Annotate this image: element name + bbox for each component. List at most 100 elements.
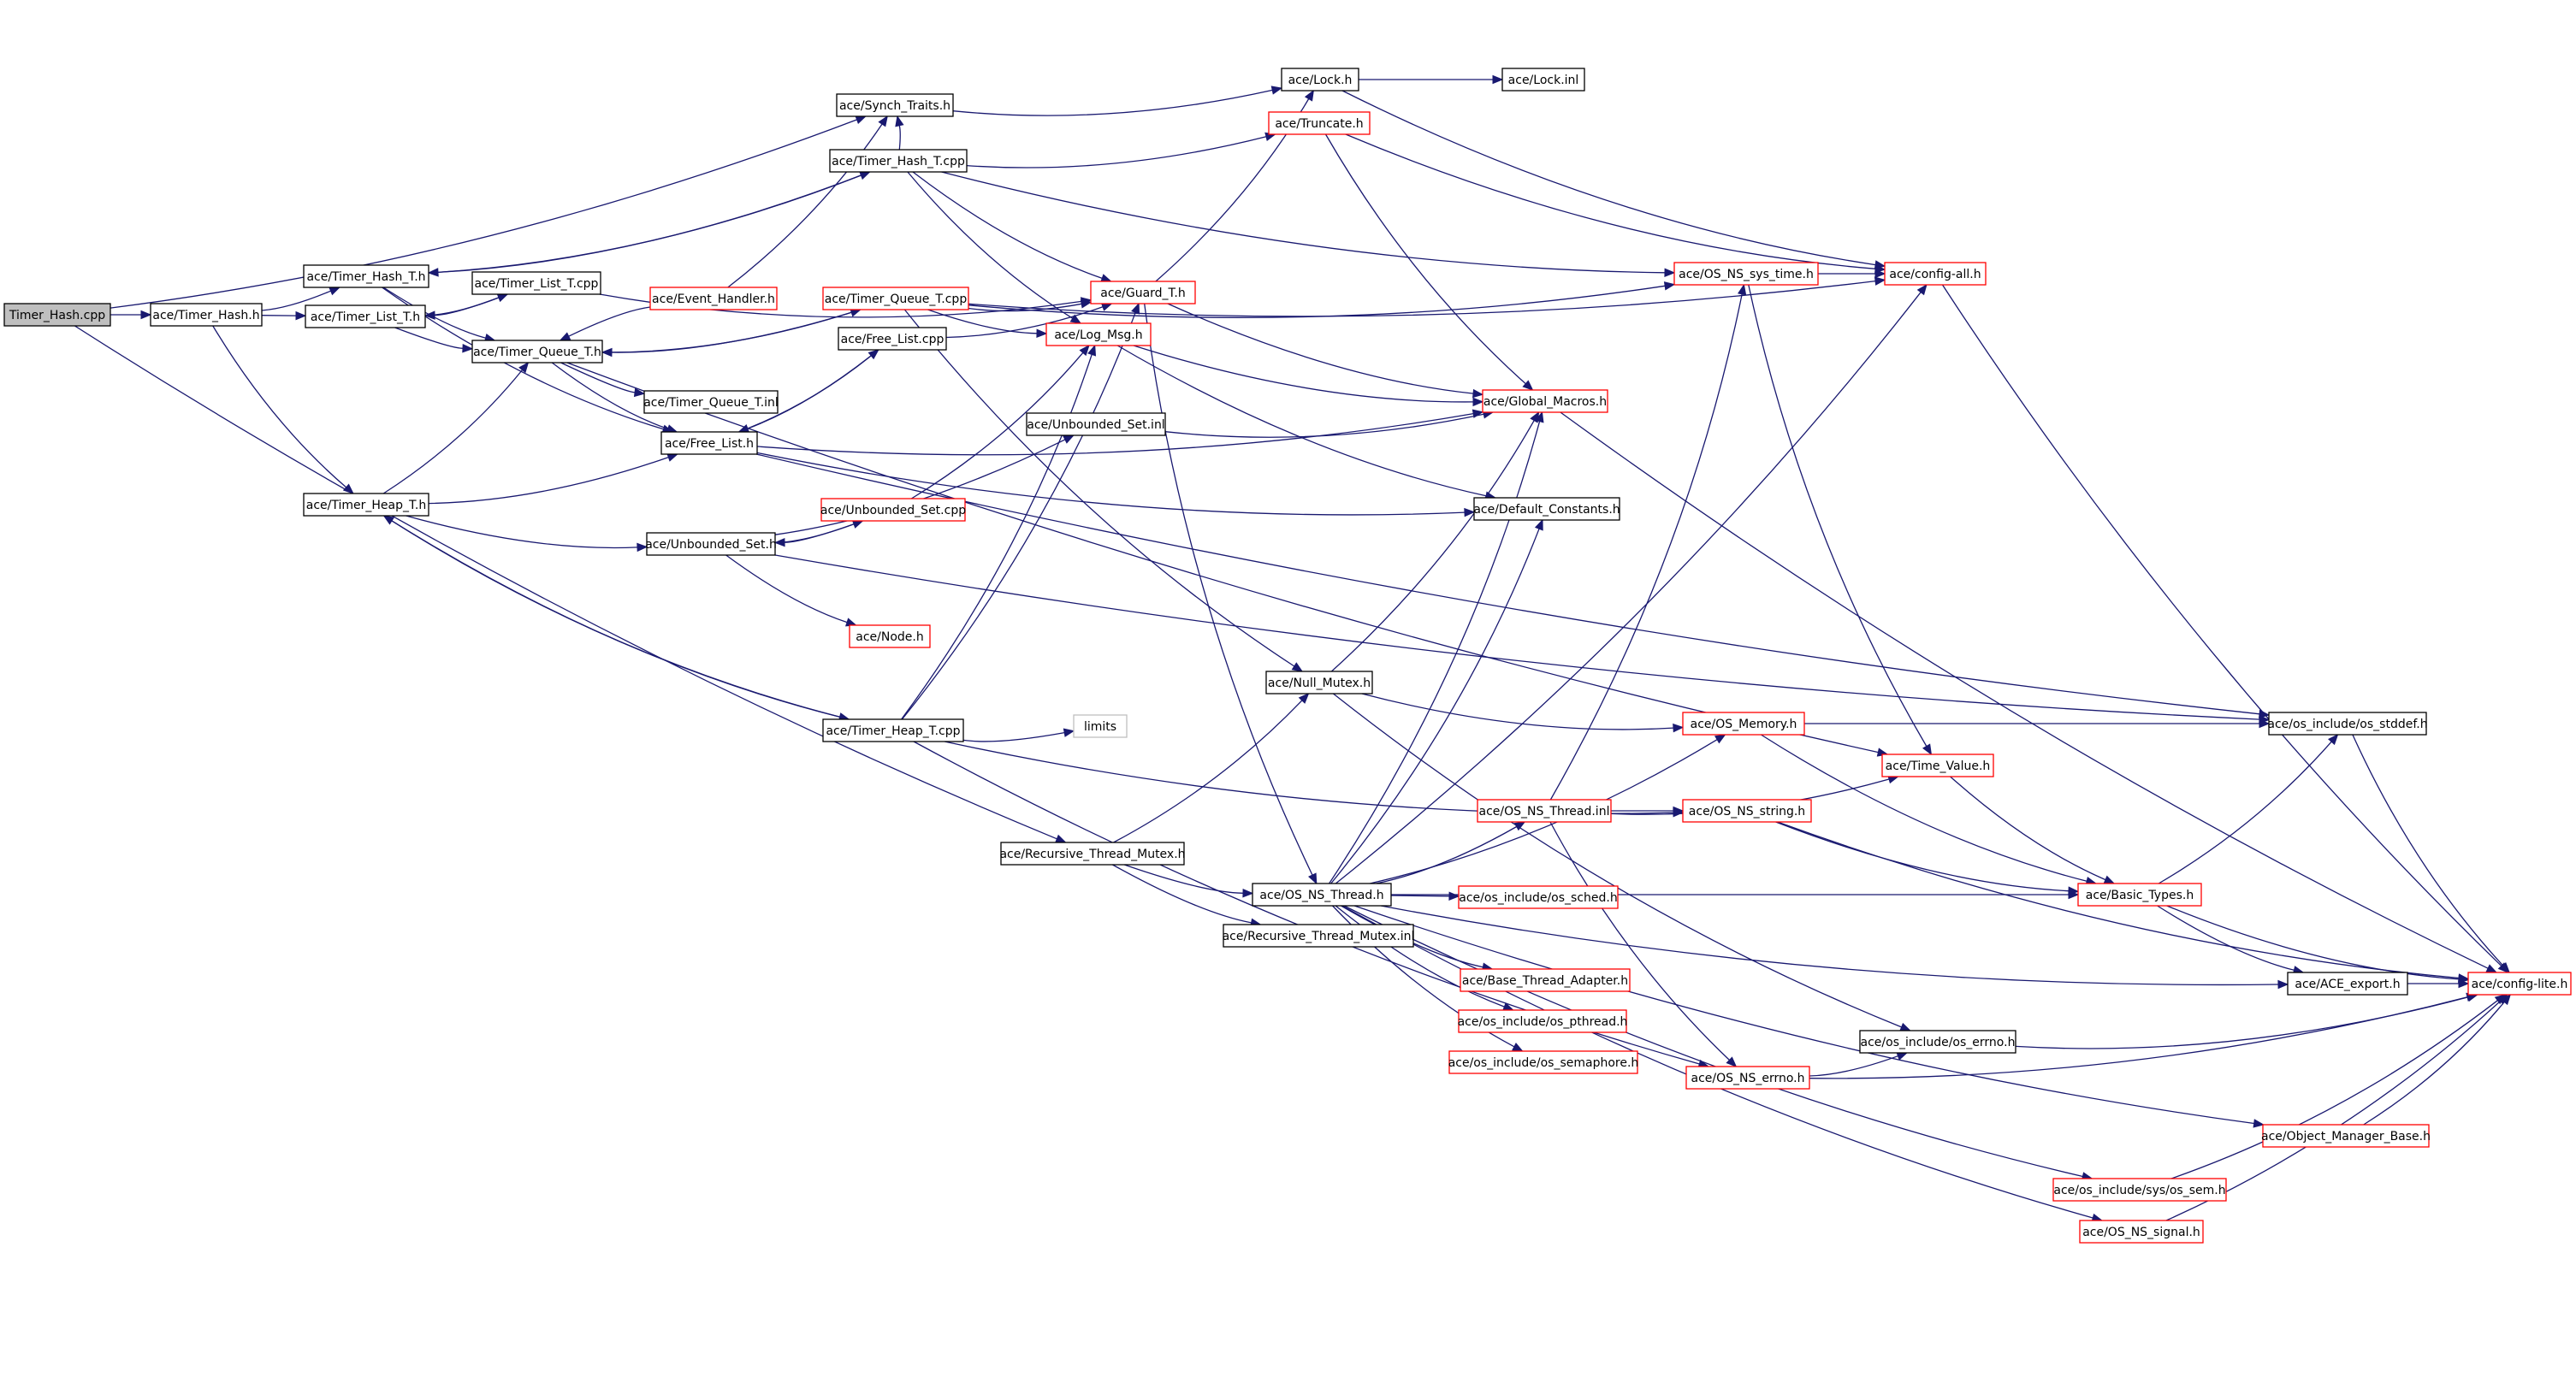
edge-time_value-to-basic_types [1950, 776, 2106, 881]
node-label: ace/Node.h [856, 630, 923, 644]
node-config_lite[interactable]: ace/config-lite.h [2467, 972, 2572, 996]
edge-timer_hash_h-to-timer_hash_t_h [261, 290, 331, 311]
edge-timer_hash_t_cpp-to-os_ns_sys_time [941, 171, 1666, 274]
arrowhead-timer_hash_h-to-timer_list_t_h [295, 310, 307, 321]
node-unbounded_set_inl[interactable]: ace/Unbounded_Set.inl [1026, 412, 1166, 436]
node-timer_queue_t_cpp[interactable]: ace/Timer_Queue_T.cpp [822, 287, 969, 310]
edge-recursive_thread_mutex_h-to-recursive_thread_mutex_inl [1112, 864, 1252, 924]
node-timer_hash_h[interactable]: ace/Timer_Hash.h [150, 303, 263, 327]
node-base_thread_adapter[interactable]: ace/Base_Thread_Adapter.h [1460, 968, 1631, 992]
node-os_errno_h[interactable]: ace/os_include/os_errno.h [1859, 1030, 2016, 1054]
edge-unbounded_set_h-to-os_stddef [774, 554, 2260, 720]
node-os_ns_sys_time[interactable]: ace/OS_NS_sys_time.h [1673, 262, 1819, 286]
node-truncate[interactable]: ace/Truncate.h [1268, 111, 1371, 135]
node-box-os_ns_thread_inl [1477, 799, 1612, 823]
edge-os_ns_errno-to-os_errno_h [1809, 1055, 1898, 1077]
node-box-timer_heap_t_cpp [822, 718, 964, 742]
node-label: Timer_Hash.cpp [9, 309, 105, 322]
node-timer_list_t_h[interactable]: ace/Timer_List_T.h [305, 304, 426, 328]
node-os_stddef[interactable]: ace/os_include/os_stddef.h [2267, 712, 2428, 736]
node-os_ns_thread_inl[interactable]: ace/OS_NS_Thread.inl [1477, 799, 1612, 823]
edge-timer_heap_t_cpp-to-guard_t [901, 312, 1136, 720]
node-basic_types[interactable]: ace/Basic_Types.h [2077, 883, 2202, 907]
node-label: ace/Timer_Queue_T.h [473, 346, 601, 359]
node-lock_inl[interactable]: ace/Lock.inl [1501, 68, 1585, 92]
edge-guard_t-to-os_ns_thread_h [1144, 303, 1313, 876]
node-synch_traits[interactable]: ace/Synch_Traits.h [836, 93, 954, 117]
node-label: ace/Unbounded_Set.cpp [820, 504, 966, 517]
node-os_pthread[interactable]: ace/os_include/os_pthread.h [1458, 1009, 1628, 1033]
node-box-os_sched [1458, 885, 1619, 909]
node-label: ace/OS_NS_string.h [1689, 805, 1805, 819]
node-timer_hash_t_h[interactable]: ace/Timer_Hash_T.h [303, 264, 429, 288]
edge-object_manager_base-to-config_lite [2363, 1002, 2505, 1126]
node-ace_export[interactable]: ace/ACE_export.h [2287, 972, 2408, 996]
arrowhead-timer_hash_t_cpp-to-timer_hash_t_h [427, 268, 439, 277]
edge-timer_heap_t_h-to-free_list_h [428, 456, 669, 505]
edge-synch_traits-to-lock_h [952, 89, 1273, 116]
node-label: ace/ACE_export.h [2295, 978, 2400, 991]
arrowhead-timer_queue_t_cpp-to-log_msg [1036, 328, 1048, 339]
node-label: ace/Truncate.h [1275, 117, 1363, 131]
arrowhead-lock_h-to-lock_inl [1492, 74, 1504, 85]
edge-basic_types-to-ace_export [2157, 905, 2295, 971]
node-event_handler[interactable]: ace/Event_Handler.h [649, 287, 778, 310]
node-global_macros[interactable]: ace/Global_Macros.h [1482, 389, 1608, 413]
arrowhead-timer_heap_t_cpp-to-guard_t [1131, 302, 1140, 315]
arrowhead-unbounded_set_h-to-unbounded_set_inl [1063, 434, 1075, 444]
node-box-timer_queue_t_cpp [822, 287, 969, 310]
arrowhead-global_macros-to-config_lite [2485, 964, 2498, 973]
node-timer_list_t_cpp[interactable]: ace/Timer_List_T.cpp [471, 271, 601, 295]
node-lock_h[interactable]: ace/Lock.h [1281, 68, 1359, 92]
node-os_ns_signal[interactable]: ace/OS_NS_signal.h [2079, 1220, 2204, 1244]
node-free_list_cpp[interactable]: ace/Free_List.cpp [838, 327, 947, 351]
node-null_mutex[interactable]: ace/Null_Mutex.h [1265, 671, 1373, 694]
node-timer_hash_t_cpp[interactable]: ace/Timer_Hash_T.cpp [829, 149, 968, 173]
edge-timer_heap_t_h-to-unbounded_set_h [406, 515, 638, 549]
edge-os_errno_h-to-config_lite [2015, 996, 2469, 1049]
node-sys_os_sem[interactable]: ace/os_include/sys/os_sem.h [2052, 1178, 2227, 1202]
node-log_msg[interactable]: ace/Log_Msg.h [1045, 322, 1152, 346]
node-default_constants[interactable]: ace/Default_Constants.h [1473, 497, 1620, 521]
node-unbounded_set_h[interactable]: ace/Unbounded_Set.h [645, 532, 777, 556]
node-time_value[interactable]: ace/Time_Value.h [1881, 754, 1994, 777]
node-recursive_thread_mutex_h[interactable]: ace/Recursive_Thread_Mutex.h [999, 842, 1186, 866]
edge-free_list_h-to-global_macros [756, 412, 1474, 456]
node-timer_queue_t_h[interactable]: ace/Timer_Queue_T.h [471, 340, 603, 363]
node-recursive_thread_mutex_inl[interactable]: ace/Recursive_Thread_Mutex.inl [1223, 924, 1415, 948]
edge-os_ns_thread_h-to-ace_export [1380, 905, 2279, 986]
node-os_sched[interactable]: ace/os_include/os_sched.h [1458, 885, 1619, 909]
edge-truncate-to-config_all [1345, 133, 1876, 269]
edge-timer_hash_h-to-timer_heap_t_h [212, 325, 347, 488]
arrowhead-os_ns_thread_h-to-os_memory [1714, 734, 1726, 744]
node-timer_heap_t_h[interactable]: ace/Timer_Heap_T.h [303, 493, 429, 517]
edge-os_ns_thread_h-to-object_manager_base [1353, 905, 2254, 1125]
node-node_h[interactable]: ace/Node.h [849, 624, 931, 648]
node-box-os_stddef [2268, 712, 2427, 736]
node-box-event_handler [649, 287, 778, 310]
edge-null_mutex-to-os_errno_h [1332, 693, 1902, 1028]
node-os_ns_thread_h[interactable]: ace/OS_NS_Thread.h [1252, 883, 1392, 907]
node-timer_hash_cpp[interactable]: Timer_Hash.cpp [3, 303, 111, 327]
arrowhead-guard_t-to-lock_h [1304, 89, 1314, 102]
node-guard_t[interactable]: ace/Guard_T.h [1090, 281, 1196, 304]
node-unbounded_set_cpp[interactable]: ace/Unbounded_Set.cpp [820, 498, 966, 522]
node-timer_heap_t_cpp[interactable]: ace/Timer_Heap_T.cpp [822, 718, 964, 742]
node-timer_queue_t_inl[interactable]: ace/Timer_Queue_T.inl [643, 390, 779, 414]
edge-os_stddef-to-config_lite [2352, 734, 2504, 966]
node-os_ns_string[interactable]: ace/OS_NS_string.h [1682, 799, 1812, 823]
edge-timer_queue_t_cpp-to-os_ns_sys_time [968, 285, 1666, 318]
node-os_memory[interactable]: ace/OS_Memory.h [1682, 712, 1805, 736]
node-free_list_h[interactable]: ace/Free_List.h [660, 431, 758, 455]
edge-unbounded_set_cpp-to-log_msg [910, 352, 1084, 499]
arrowhead-os_ns_sys_time-to-config_all [1874, 269, 1886, 279]
arrowhead-timer_hash_t_cpp-to-synch_traits [895, 115, 904, 127]
node-config_all[interactable]: ace/config-all.h [1884, 262, 1987, 286]
arrowhead-basic_types-to-os_stddef [2328, 734, 2339, 746]
node-label: ace/Free_List.h [665, 437, 754, 451]
node-object_manager_base[interactable]: ace/Object_Manager_Base.h [2261, 1124, 2431, 1148]
node-os_ns_errno[interactable]: ace/OS_NS_errno.h [1685, 1066, 1810, 1090]
node-label: ace/os_include/os_errno.h [1861, 1036, 2016, 1049]
node-os_semaphore[interactable]: ace/os_include/os_semaphore.h [1448, 1050, 1639, 1074]
edge-timer_queue_t_h-to-time_value [566, 362, 1879, 754]
